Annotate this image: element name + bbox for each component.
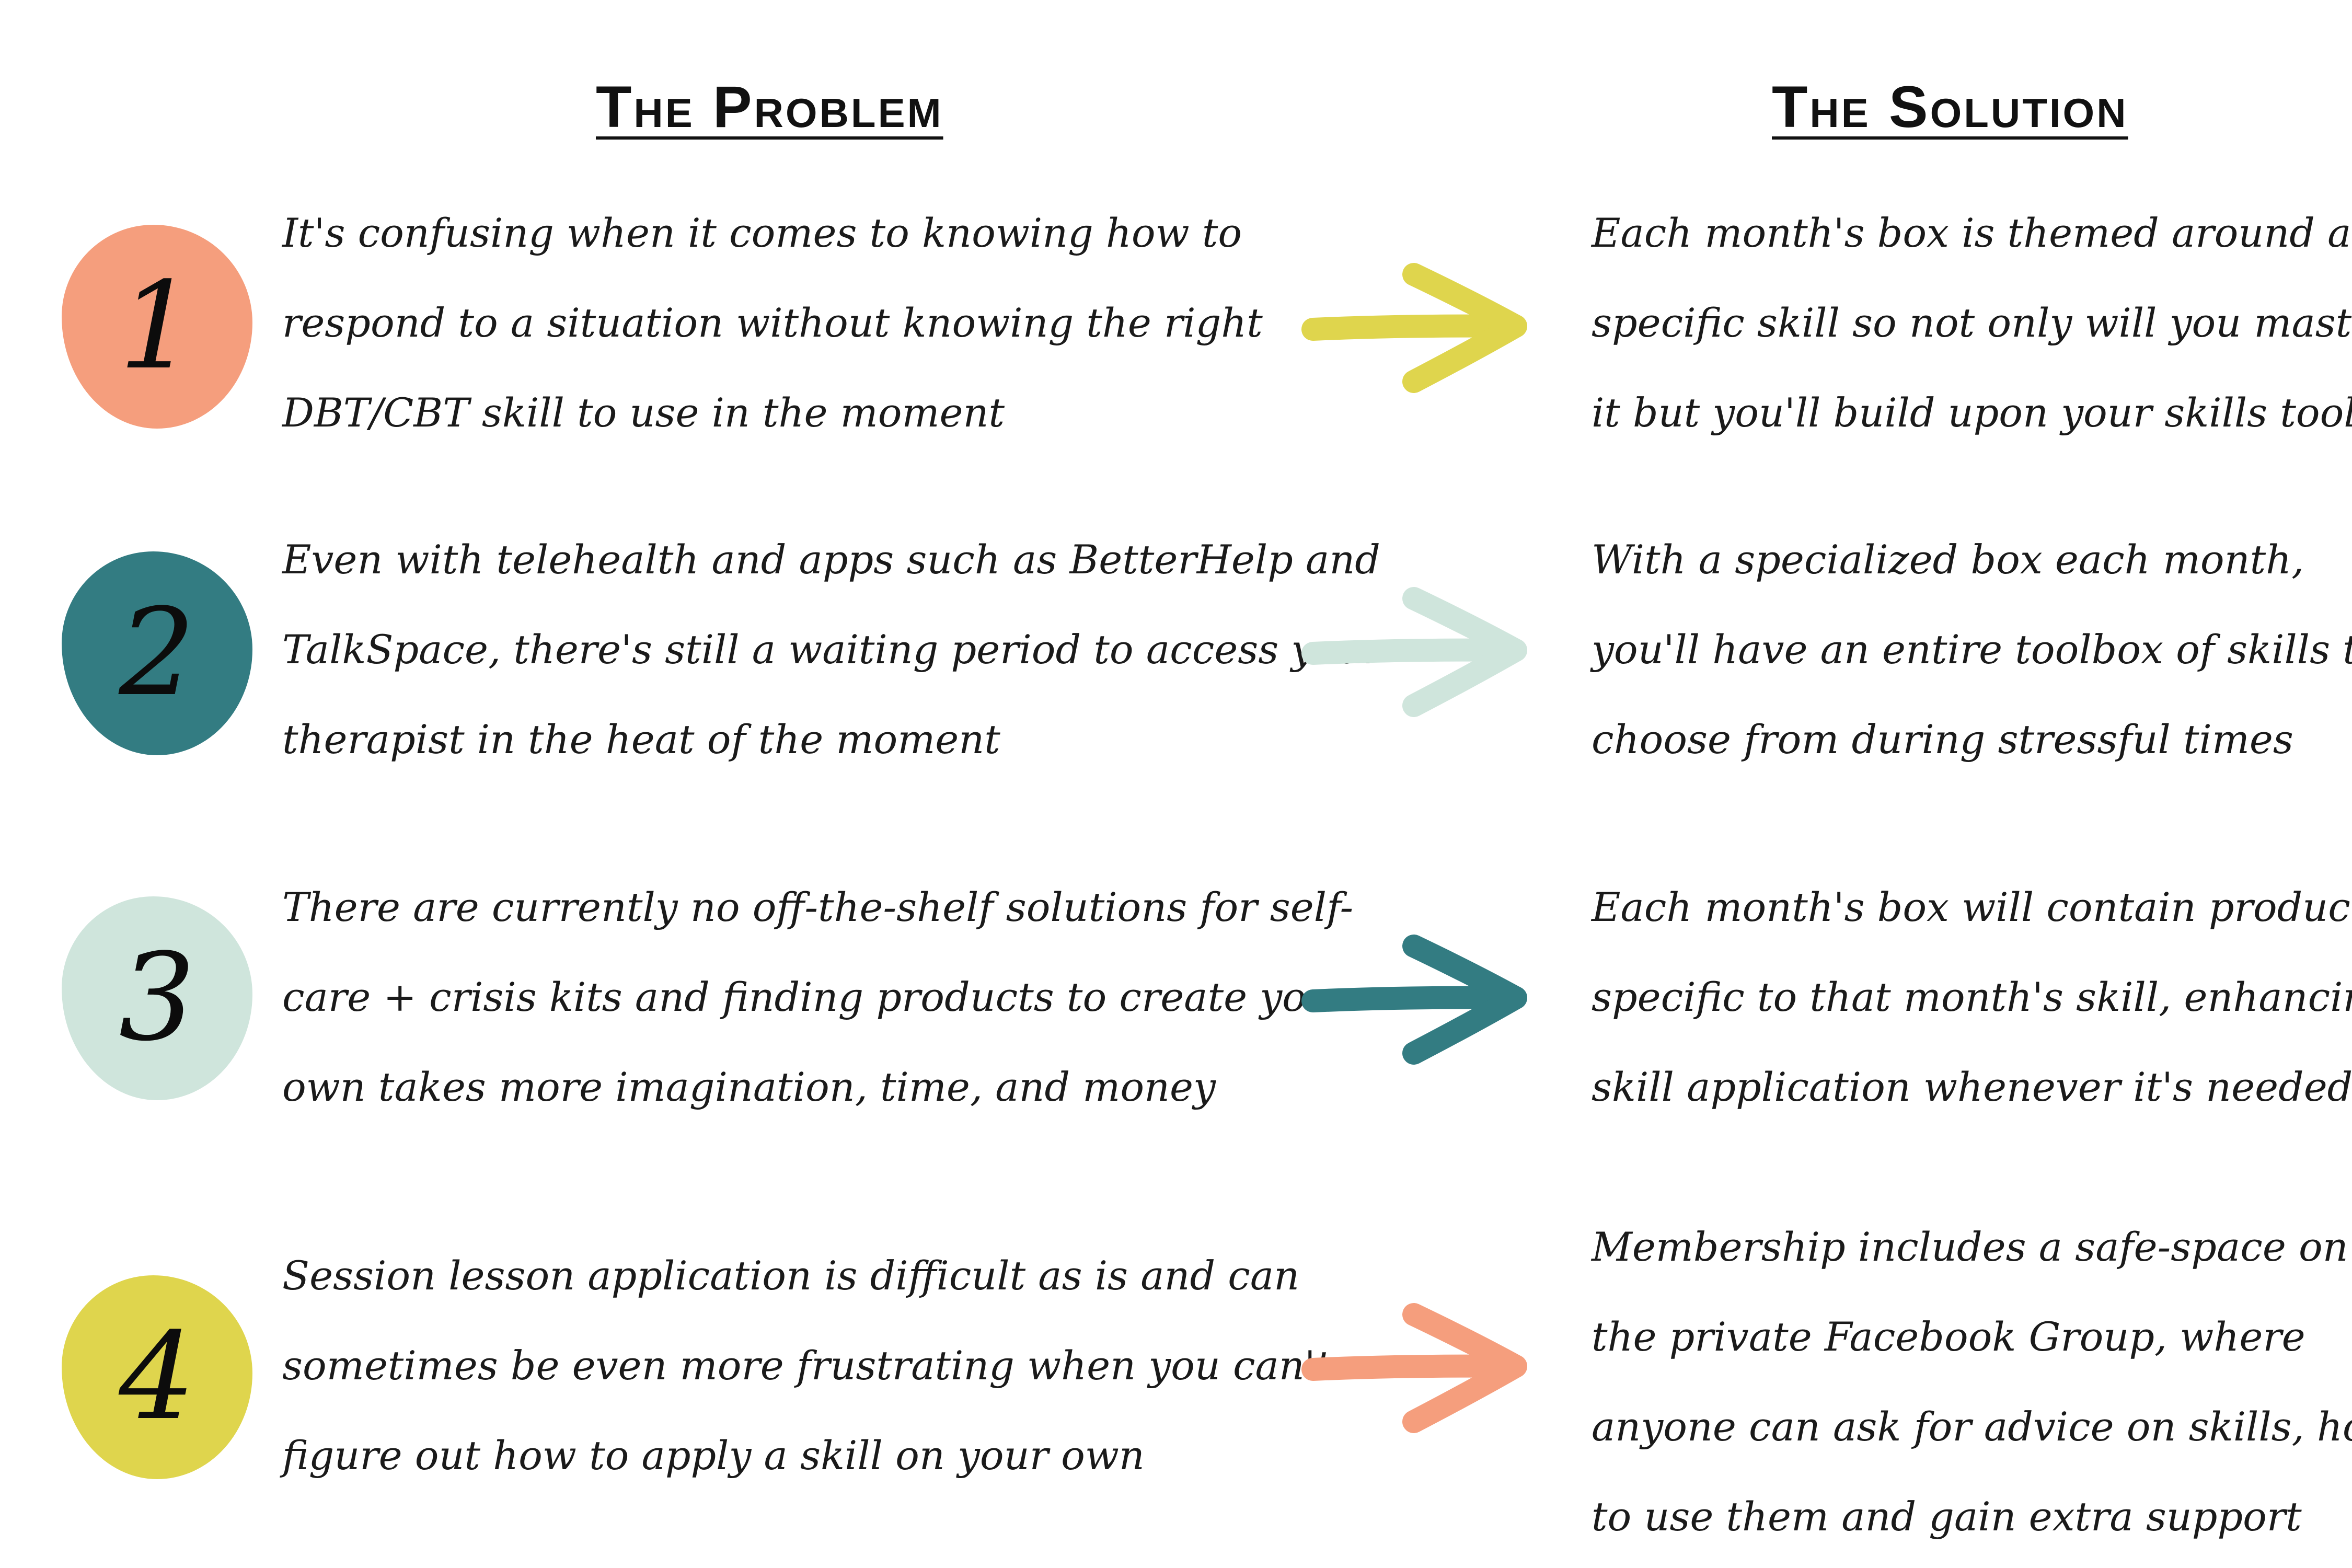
solution-line: to use them and gain extra support [1592,1493,2302,1540]
problem-line: It's confusing when it comes to knowing … [282,210,1242,256]
solution-line: skill application whenever it's needed [1592,1064,2352,1110]
solution-line: specific to that month's skill, enhancin… [1592,974,2352,1020]
problem-text-1: It's confusing when it comes to knowing … [282,188,1307,458]
badge-number: 4 [119,1307,195,1447]
solution-line: anyone can ask for advice on skills, how [1592,1403,2352,1450]
solution-text-2: With a specialized box each month, you'l… [1592,515,2352,785]
solution-text-1: Each month's box is themed around a spec… [1592,188,2352,458]
problem-heading: The Problem [596,74,943,140]
problem-line: TalkSpace, there's still a waiting perio… [282,626,1382,673]
problem-line: There are currently no off-the-shelf sol… [282,884,1354,930]
arrow-head [1402,587,1527,717]
number-badge-4: 4 [62,1275,252,1479]
problem-line: Session lesson application is difficult … [282,1252,1300,1299]
arrow-icon-1 [1301,263,1527,393]
solution-line: you'll have an entire toolbox of skills … [1592,626,2352,673]
problem-text-3: There are currently no off-the-shelf sol… [282,862,1354,1132]
solution-line: With a specialized box each month, [1592,536,2304,583]
problem-line: Even with telehealth and apps such as Be… [282,536,1380,583]
problem-line: therapist in the heat of the moment [282,716,1000,763]
arrow-icon-3 [1301,935,1527,1065]
solution-line: the private Facebook Group, where [1592,1313,2305,1360]
arrow-head [1402,263,1527,393]
arrow-shaft [1301,638,1527,665]
problem-text-4: Session lesson application is difficult … [282,1231,1332,1501]
arrow-shaft [1301,314,1527,341]
solution-line: specific skill so not only will you mast… [1592,299,2352,346]
problem-line: respond to a situation without knowing t… [282,299,1263,346]
arrow-icon-4 [1301,1303,1527,1433]
problem-text-2: Even with telehealth and apps such as Be… [282,515,1382,785]
arrow-shaft [1301,1354,1527,1381]
arrow-head [1402,1303,1527,1433]
solution-line: Each month's box will contain products [1592,884,2352,930]
problem-line: care + crisis kits and finding products … [282,974,1351,1020]
badge-number: 2 [119,583,195,723]
solution-line: choose from during stressful times [1592,716,2293,763]
solution-line: Each month's box is themed around a [1592,210,2351,256]
solution-line: it but you'll build upon your skills too… [1592,389,2352,436]
badge-number: 1 [119,257,195,396]
solution-line: Membership includes a safe-space on [1592,1224,2348,1270]
number-badge-2: 2 [62,551,252,755]
number-badge-1: 1 [62,225,252,429]
arrow-icon-2 [1301,587,1527,717]
solution-text-3: Each month's box will contain products s… [1592,862,2352,1132]
arrow-head [1402,935,1527,1065]
problem-line: DBT/CBT skill to use in the moment [282,389,1005,436]
problem-line: sometimes be even more frustrating when … [282,1342,1332,1389]
arrow-shaft [1301,986,1527,1012]
solution-heading: The Solution [1772,74,2128,140]
problem-line: own takes more imagination, time, and mo… [282,1064,1216,1110]
problem-line: figure out how to apply a skill on your … [282,1432,1145,1479]
badge-number: 3 [119,928,195,1068]
number-badge-3: 3 [62,896,252,1100]
solution-text-4: Membership includes a safe-space on the … [1592,1202,2352,1562]
